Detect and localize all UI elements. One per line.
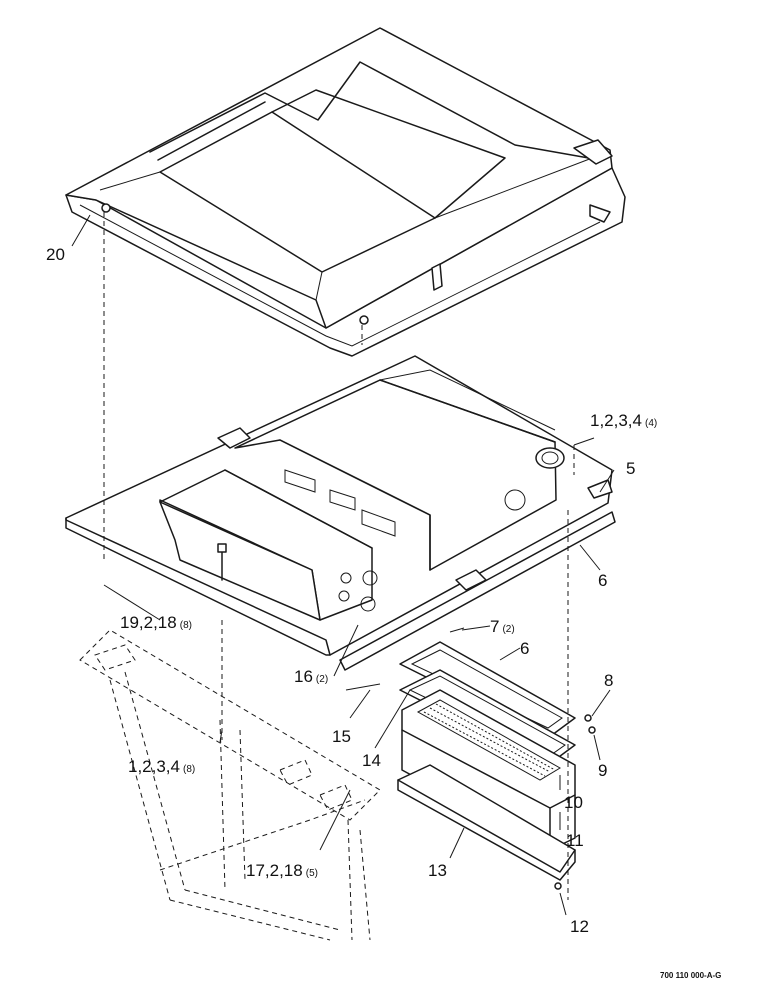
- callout-label: 10: [564, 793, 583, 812]
- leader-lines: [71, 214, 615, 916]
- callout-20: 20: [46, 245, 65, 264]
- callout-label: 17,2,18: [246, 861, 303, 880]
- callout-label: 12: [570, 917, 589, 936]
- callout-16: 16(2): [294, 667, 328, 686]
- callout-7: 7(2): [490, 617, 515, 636]
- callout-8: 8: [604, 671, 613, 690]
- callout-label: 1,2,3,4: [128, 757, 180, 776]
- callout-11: 11: [566, 831, 584, 850]
- callout-10: 10: [564, 793, 583, 812]
- callout-quantity: (4): [645, 418, 657, 429]
- callout-quantity: (8): [183, 764, 195, 775]
- callout-label: 14: [362, 751, 381, 770]
- callout-1-2-3-4-top: 1,2,3,4(4): [590, 411, 657, 430]
- callout-13: 13: [428, 861, 447, 880]
- callout-quantity: (2): [502, 624, 514, 635]
- callout-label: 5: [626, 459, 635, 478]
- svg-text:16(2): 16(2): [294, 667, 328, 686]
- callout-6-upper: 6: [598, 571, 607, 590]
- callout-19-2-18: 19,2,18(8): [120, 613, 192, 632]
- alignment-lines: [103, 212, 575, 900]
- callout-quantity: (5): [306, 868, 318, 879]
- callout-label: 13: [428, 861, 447, 880]
- callout-9: 9: [598, 761, 607, 780]
- callout-17-2-18: 17,2,18(5): [246, 861, 318, 880]
- callout-14: 14: [362, 751, 381, 770]
- housing-plate: [65, 355, 616, 671]
- callout-label: 15: [332, 727, 351, 746]
- svg-text:17,2,18(5): 17,2,18(5): [246, 861, 318, 880]
- drawing-code: 700 110 000-A-G: [660, 971, 721, 980]
- callout-1-2-3-4-lower: 1,2,3,4(8): [128, 757, 195, 776]
- callout-label: 16: [294, 667, 313, 686]
- svg-text:19,2,18(8): 19,2,18(8): [120, 613, 192, 632]
- svg-text:7(2): 7(2): [490, 617, 515, 636]
- callout-15: 15: [332, 727, 351, 746]
- callout-label: 20: [46, 245, 65, 264]
- callout-label: 6: [520, 639, 529, 658]
- callout-quantity: (2): [316, 674, 328, 685]
- support-frame: [79, 629, 381, 941]
- callout-label: 8: [604, 671, 613, 690]
- callout-label: 11: [566, 831, 584, 850]
- callout-label: 1,2,3,4: [590, 411, 642, 430]
- svg-text:1,2,3,4(4): 1,2,3,4(4): [590, 411, 657, 430]
- callout-label: 9: [598, 761, 607, 780]
- svg-text:1,2,3,4(8): 1,2,3,4(8): [128, 757, 195, 776]
- filter-assembly: [345, 627, 596, 890]
- callout-label: 6: [598, 571, 607, 590]
- top-cover: [65, 27, 626, 357]
- callout-6-lower: 6: [520, 639, 529, 658]
- callout-label: 7: [490, 617, 499, 636]
- callout-quantity: (8): [180, 620, 192, 631]
- callout-label: 19,2,18: [120, 613, 177, 632]
- callout-12: 12: [570, 917, 589, 936]
- callout-5: 5: [626, 459, 635, 478]
